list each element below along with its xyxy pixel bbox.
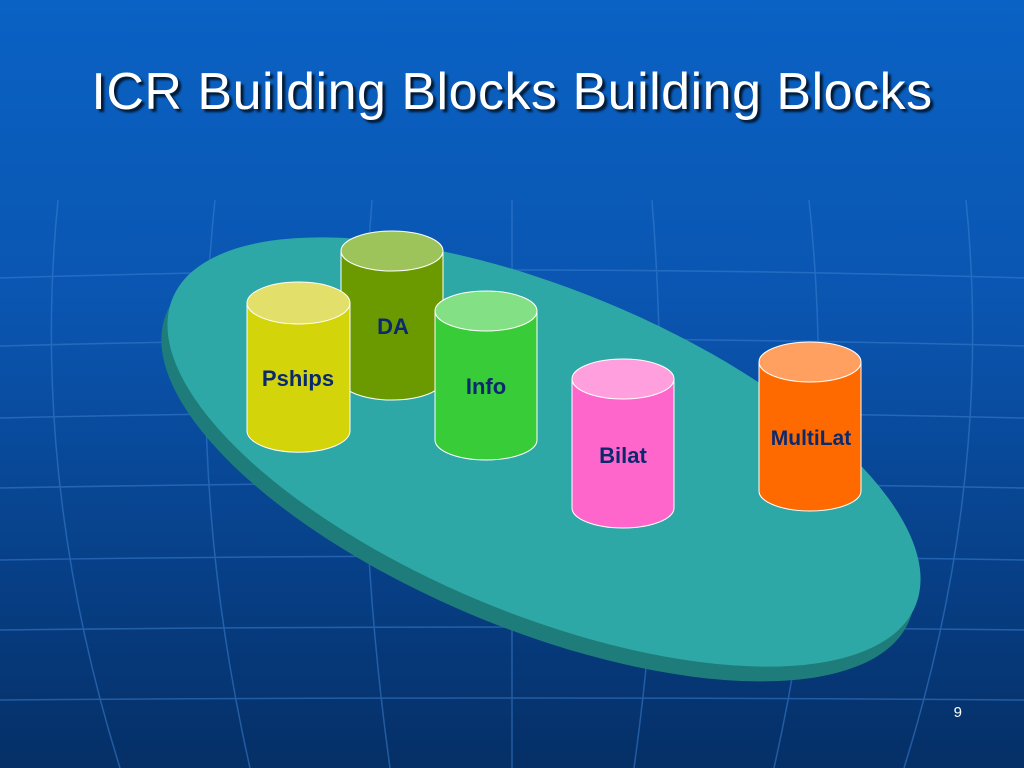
cylinder-multilat[interactable]: MultiLat — [758, 341, 862, 512]
cylinder-pships[interactable]: Pships — [246, 281, 351, 453]
cylinder-bilat[interactable]: Bilat — [571, 358, 675, 529]
cylinder-label-multilat: MultiLat — [771, 427, 851, 450]
slide-title: ICR Building Blocks Building Blocks — [91, 63, 933, 121]
cylinder-label-da: DA — [377, 314, 409, 339]
cylinder-label-bilat: Bilat — [599, 443, 647, 468]
cylinder-info[interactable]: Info — [434, 290, 538, 461]
cylinder-da[interactable]: DA — [340, 230, 444, 401]
cylinder-label-info: Info — [466, 374, 506, 399]
page-number: 9 — [953, 704, 962, 721]
cylinder-label-pships: Pships — [262, 366, 334, 391]
